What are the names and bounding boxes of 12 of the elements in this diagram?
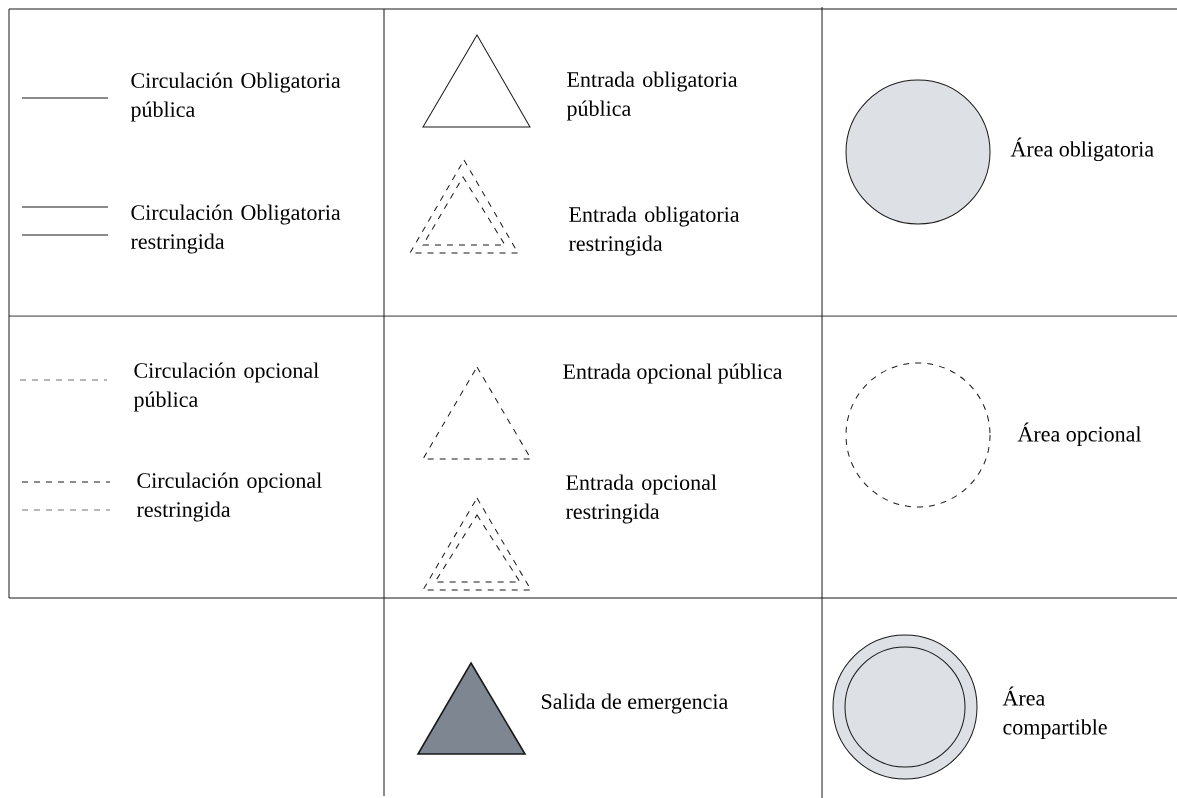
- legend-label: Entrada obligatoria restringida: [568, 206, 740, 256]
- legend-label: Entrada opcional restringida: [565, 474, 717, 524]
- legend-label: Área obligatoria: [1010, 137, 1154, 162]
- legend-label: Entrada opcional pública: [563, 363, 783, 384]
- legend-label: Área opcional: [1017, 422, 1142, 447]
- legend-label: Entrada obligatoria pública: [566, 71, 738, 121]
- legend-label: Circulación Obligatoria restringida: [130, 204, 341, 254]
- legend-label: Circulación opcional restringida: [136, 472, 322, 522]
- legend-label: Circulación Obligatoria pública: [130, 72, 341, 122]
- legend-label: Circulación opcional pública: [133, 362, 319, 412]
- legend-label: Área compartible: [1002, 686, 1107, 740]
- legend-label: Salida de emergencia: [542, 693, 728, 714]
